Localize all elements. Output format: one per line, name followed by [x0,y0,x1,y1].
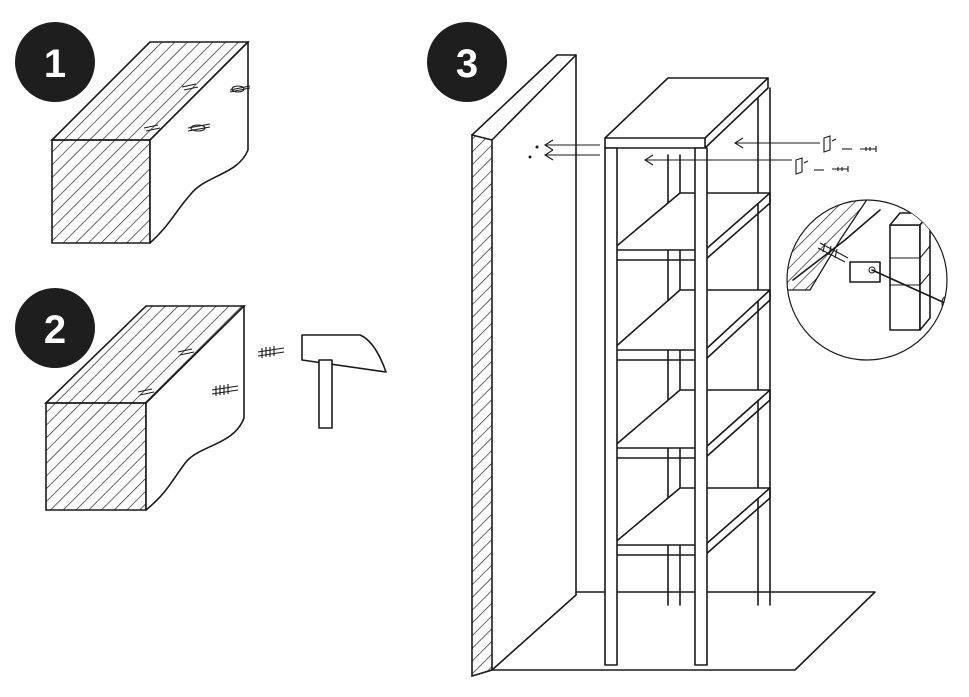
step-1-wall-block [50,41,251,244]
wall-plug-icon [211,346,285,396]
screw-icon [795,135,877,175]
step-3-badge: 3 [427,22,507,102]
step-2-number: 2 [44,308,66,352]
step-1-badge: 1 [15,22,95,102]
step-2-wall-block [44,305,387,511]
shelf-levels [611,192,771,556]
wall-bracket-detail-icon [786,199,948,361]
shelf-unit-icon [604,77,771,666]
fixing-arrows [528,137,820,166]
step-2-badge: 2 [15,288,95,368]
hammer-icon [301,334,387,429]
step-3-number: 3 [456,42,478,86]
drill-hole-icon [143,83,199,132]
room-floor [491,591,876,671]
step-1-number: 1 [44,42,66,86]
drill-hole-icon [137,348,195,396]
room-wall [471,54,577,678]
drill-bit-icon [187,85,251,132]
